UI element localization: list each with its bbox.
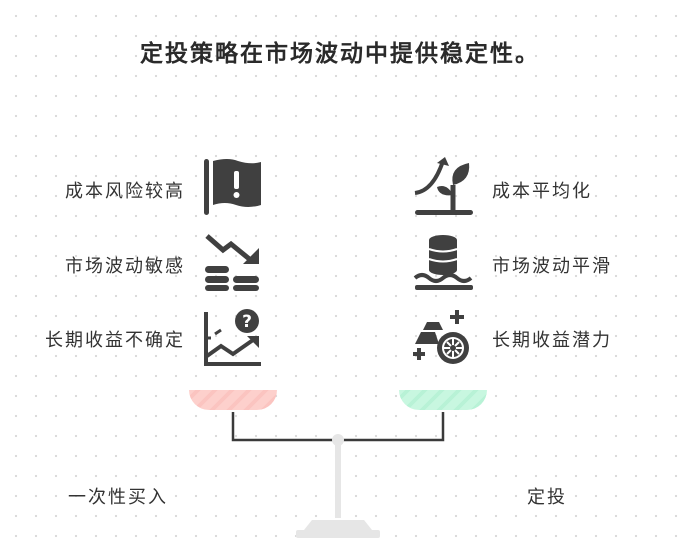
right-option-label: 定投 bbox=[527, 487, 567, 508]
left-label-1: 成本风险较高 bbox=[65, 181, 185, 202]
svg-text:?: ? bbox=[242, 312, 252, 332]
coins-waves-icon bbox=[413, 235, 473, 290]
right-pan bbox=[399, 390, 487, 410]
right-label-1: 成本平均化 bbox=[492, 181, 592, 202]
left-option-label: 一次性买入 bbox=[68, 487, 168, 508]
page-title: 定投策略在市场波动中提供稳定性。 bbox=[140, 41, 540, 67]
right-label-2: 市场波动平滑 bbox=[492, 256, 612, 277]
left-pan bbox=[189, 390, 277, 410]
right-label-3: 长期收益潜力 bbox=[492, 330, 612, 351]
growth-plant-icon bbox=[414, 157, 473, 215]
gold-wheel-icon bbox=[413, 310, 469, 364]
left-label-3: 长期收益不确定 bbox=[45, 330, 185, 351]
declining-coins-icon bbox=[205, 234, 259, 291]
chart-question-icon: ? bbox=[204, 309, 261, 366]
flag-warning-icon bbox=[204, 159, 261, 215]
left-label-2: 市场波动敏感 bbox=[65, 256, 185, 277]
